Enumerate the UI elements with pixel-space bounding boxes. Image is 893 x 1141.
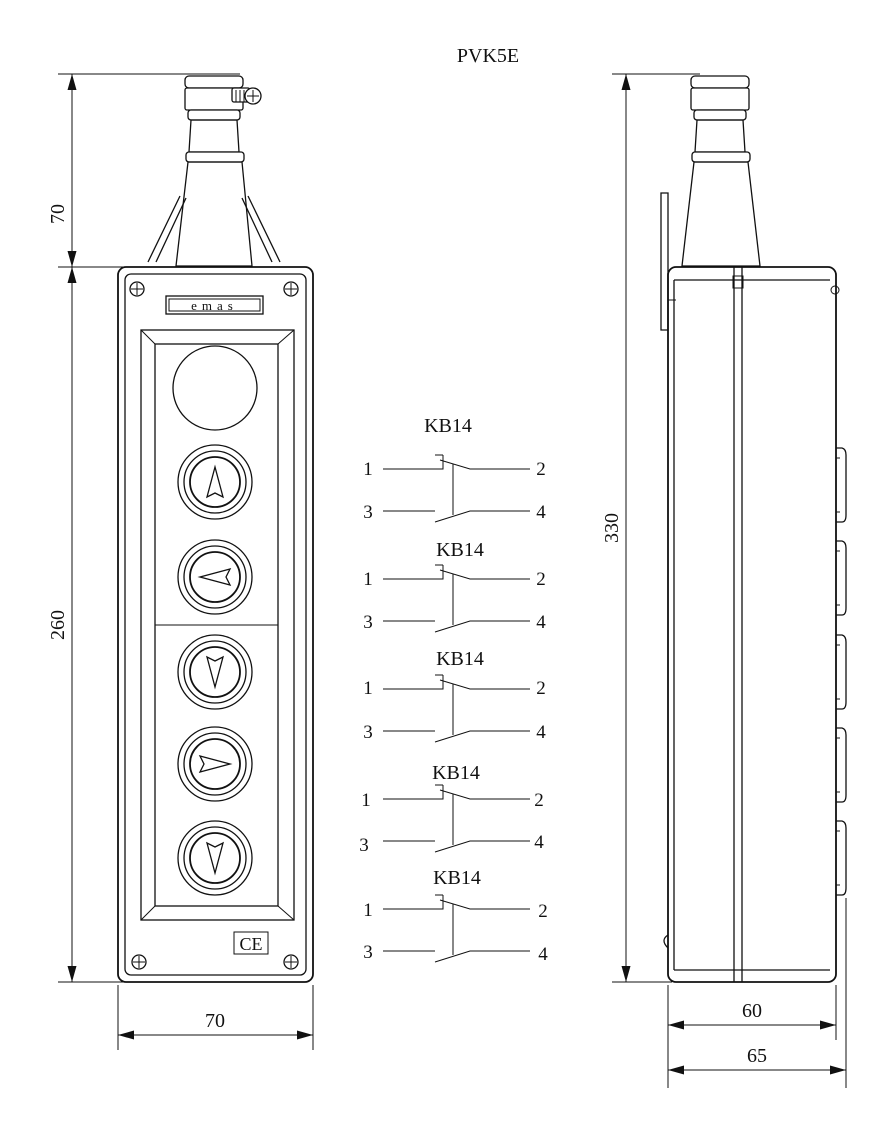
housing-front: emas <box>117 266 314 983</box>
button-profile <box>836 634 847 710</box>
button-profile <box>836 727 847 803</box>
dimension-70-horizontal: 70 <box>117 985 314 1050</box>
terminal-1: 1 <box>363 569 373 590</box>
corner-screw-icon <box>283 954 299 970</box>
button-profile <box>836 447 847 523</box>
clamp-screw-icon <box>231 87 262 105</box>
brand-logo-text: emas <box>191 298 238 313</box>
mounting-bracket <box>660 192 669 331</box>
terminal-3: 3 <box>359 835 369 856</box>
dimension-65-horizontal: 65 <box>668 898 847 1088</box>
no-contact-symbol <box>383 950 530 963</box>
brand-logo: emas <box>165 295 264 315</box>
contact-block-name: KB14 <box>433 867 481 889</box>
drawing-title: PVK5E <box>457 45 519 67</box>
nc-contact-symbol <box>383 674 530 690</box>
terminal-4: 4 <box>536 612 546 633</box>
cable-gland <box>147 75 281 267</box>
corner-screw-icon <box>131 954 147 970</box>
dimension-60-horizontal: 60 <box>667 985 837 1088</box>
total-depth-label: 65 <box>747 1045 767 1067</box>
contact-block-name: KB14 <box>424 415 472 437</box>
button-profile <box>836 540 847 616</box>
terminal-4: 4 <box>536 722 546 743</box>
dimension-260-vertical: 260 <box>47 267 135 983</box>
terminal-2: 2 <box>536 569 546 590</box>
side-view: 330 60 65 <box>601 73 847 1088</box>
housing-side <box>663 266 840 983</box>
nc-contact-symbol <box>383 784 530 800</box>
contact-block-name: KB14 <box>436 648 484 670</box>
arrow-down-icon <box>206 655 224 690</box>
terminal-2: 2 <box>536 678 546 699</box>
terminal-2: 2 <box>534 790 544 811</box>
terminal-4: 4 <box>536 502 546 523</box>
arrow-down-icon <box>206 841 224 876</box>
arrow-right-icon <box>198 755 233 773</box>
ce-mark-text: CE <box>239 934 262 954</box>
body-width-label: 70 <box>205 1010 225 1032</box>
terminal-3: 3 <box>363 502 373 523</box>
nc-contact-symbol <box>383 564 530 580</box>
no-contact-symbol <box>383 840 530 853</box>
front-view: emas <box>47 73 314 1050</box>
contact-block-2: KB14 1 2 3 4 <box>363 539 546 633</box>
contact-block-name: KB14 <box>432 762 480 784</box>
no-contact-symbol <box>383 510 530 523</box>
contact-block-3: KB14 1 2 3 4 <box>363 648 546 743</box>
terminal-4: 4 <box>534 832 544 853</box>
terminal-2: 2 <box>538 901 548 922</box>
arrow-up-icon <box>206 464 224 499</box>
terminal-1: 1 <box>363 900 373 921</box>
push-button-up <box>177 444 253 520</box>
terminal-2: 2 <box>536 459 546 480</box>
push-button-right <box>177 726 253 802</box>
dimension-330-vertical: 330 <box>601 73 700 983</box>
contact-block-5: KB14 1 2 3 4 <box>363 867 548 965</box>
nc-contact-symbol <box>383 454 530 470</box>
terminal-3: 3 <box>363 612 373 633</box>
terminal-4: 4 <box>538 944 548 965</box>
no-contact-symbol <box>383 730 530 743</box>
total-height-label: 330 <box>601 513 623 543</box>
corner-screw-icon <box>129 281 145 297</box>
push-button-left <box>177 539 253 615</box>
push-button-down-2 <box>177 820 253 896</box>
contact-block-name: KB14 <box>436 539 484 561</box>
terminal-1: 1 <box>361 790 371 811</box>
corner-screw-icon <box>283 281 299 297</box>
terminal-1: 1 <box>363 678 373 699</box>
arrow-left-icon <box>197 568 232 586</box>
push-button-down <box>177 634 253 710</box>
no-contact-symbol <box>383 620 530 633</box>
contact-block-4: KB14 1 2 3 4 <box>359 762 544 856</box>
terminal-1: 1 <box>363 459 373 480</box>
ce-mark: CE <box>233 931 269 955</box>
cable-gland-side <box>681 75 761 267</box>
contact-block-1: KB14 1 2 3 4 <box>363 415 546 523</box>
body-height-label: 260 <box>47 610 69 640</box>
terminal-3: 3 <box>363 722 373 743</box>
dimension-70-vertical: 70 <box>47 73 240 268</box>
blank-plug <box>172 345 258 431</box>
body-depth-label: 60 <box>742 1000 762 1022</box>
terminal-3: 3 <box>363 942 373 963</box>
gland-height-label: 70 <box>47 204 69 224</box>
button-profile <box>836 820 847 896</box>
nc-contact-symbol <box>383 894 530 910</box>
